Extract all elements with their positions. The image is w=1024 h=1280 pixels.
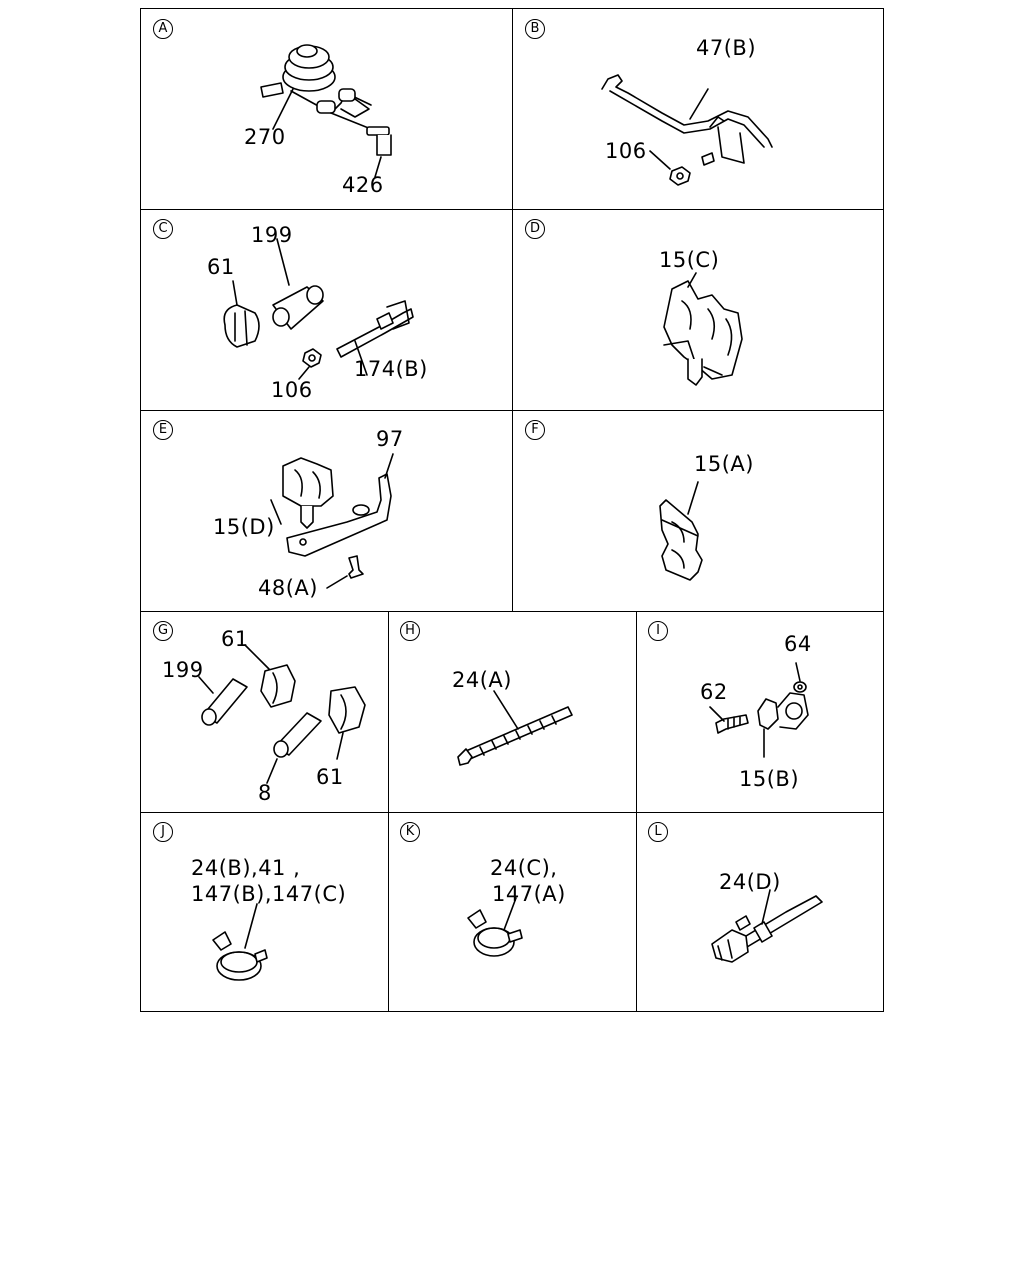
divider [512,9,513,611]
bracket-clamp-drawing [709,662,809,758]
callout-61: 61 [221,627,249,651]
divider [388,611,389,1012]
callout-15d: 15(D) [213,515,275,539]
panel-d: D 15(C) [512,209,883,410]
panel-letter: K [400,822,420,842]
panel-c: C 199 61 106 174(B) [141,209,512,410]
callout-147b-147c: 147(B),147(C) [191,882,347,906]
callout-61: 61 [316,765,344,789]
divider [141,410,883,411]
panel-letter: C [153,219,173,239]
callout-48a: 48(A) [258,576,318,600]
panel-k: K 24(C), 147(A) [388,812,636,1012]
panel-j: J 24(B),41 , 147(B),147(C) [141,812,388,1012]
callout-24a: 24(A) [452,668,512,692]
callout-270: 270 [244,125,286,149]
hoses-and-clips-drawing [198,644,366,784]
callout-106: 106 [271,378,313,402]
pipe-clip-drawing [663,272,743,386]
panel-h: H 24(A) [388,611,636,812]
callout-15c: 15(C) [659,248,720,272]
cable-tie-drawing [457,690,573,766]
callout-24d: 24(D) [719,870,781,894]
panel-a: A 270 426 [141,9,512,209]
callout-426: 426 [342,173,384,197]
panel-f: F 15(A) [512,410,883,611]
callout-15a: 15(A) [694,452,754,476]
hose-holder-drawing [711,889,823,963]
callout-47b: 47(B) [696,36,757,60]
panel-letter: F [525,420,545,440]
divider [141,812,883,813]
callout-97: 97 [376,427,404,451]
callout-147a: 147(A) [492,882,566,906]
divider [141,209,883,210]
callout-15b: 15(B) [739,767,800,791]
hose-and-clip-drawing [223,238,414,380]
callout-62: 62 [700,680,728,704]
divider [141,611,883,612]
bracket-and-clip-drawing [270,453,394,589]
panel-letter: D [525,219,545,239]
panel-e: E 97 15(D) 48(A) [141,410,512,611]
callout-199: 199 [162,658,204,682]
panel-l: L 24(D) [636,812,883,1012]
hose-clamp-drawing [212,903,268,981]
panel-letter: J [153,822,173,842]
panel-letter: A [153,19,173,39]
callout-64: 64 [784,632,812,656]
panel-i: I 64 62 15(B) [636,611,883,812]
divider [636,611,637,1012]
callout-106: 106 [605,139,647,163]
callout-24b-41: 24(B),41 , [191,856,301,880]
spring-clamp-drawing [467,897,523,957]
double-pipe-clip-drawing [659,481,703,581]
vacuum-pipe-drawing [601,74,773,186]
panel-b: B 47(B) 106 [512,9,883,209]
panel-g: G 61 199 8 61 [141,611,388,812]
callout-8: 8 [258,781,272,805]
panel-letter: E [153,420,173,440]
panel-letter: B [525,19,545,39]
callout-61: 61 [207,255,235,279]
callout-199: 199 [251,223,293,247]
panel-letter: H [400,621,420,641]
panel-letter: L [648,822,668,842]
parts-diagram-grid: A 270 426 B [140,8,884,1012]
panel-letter: G [153,621,173,641]
vacuum-valve-drawing [260,44,392,178]
callout-24c: 24(C), [490,856,558,880]
callout-174b: 174(B) [354,357,428,381]
panel-letter: I [648,621,668,641]
